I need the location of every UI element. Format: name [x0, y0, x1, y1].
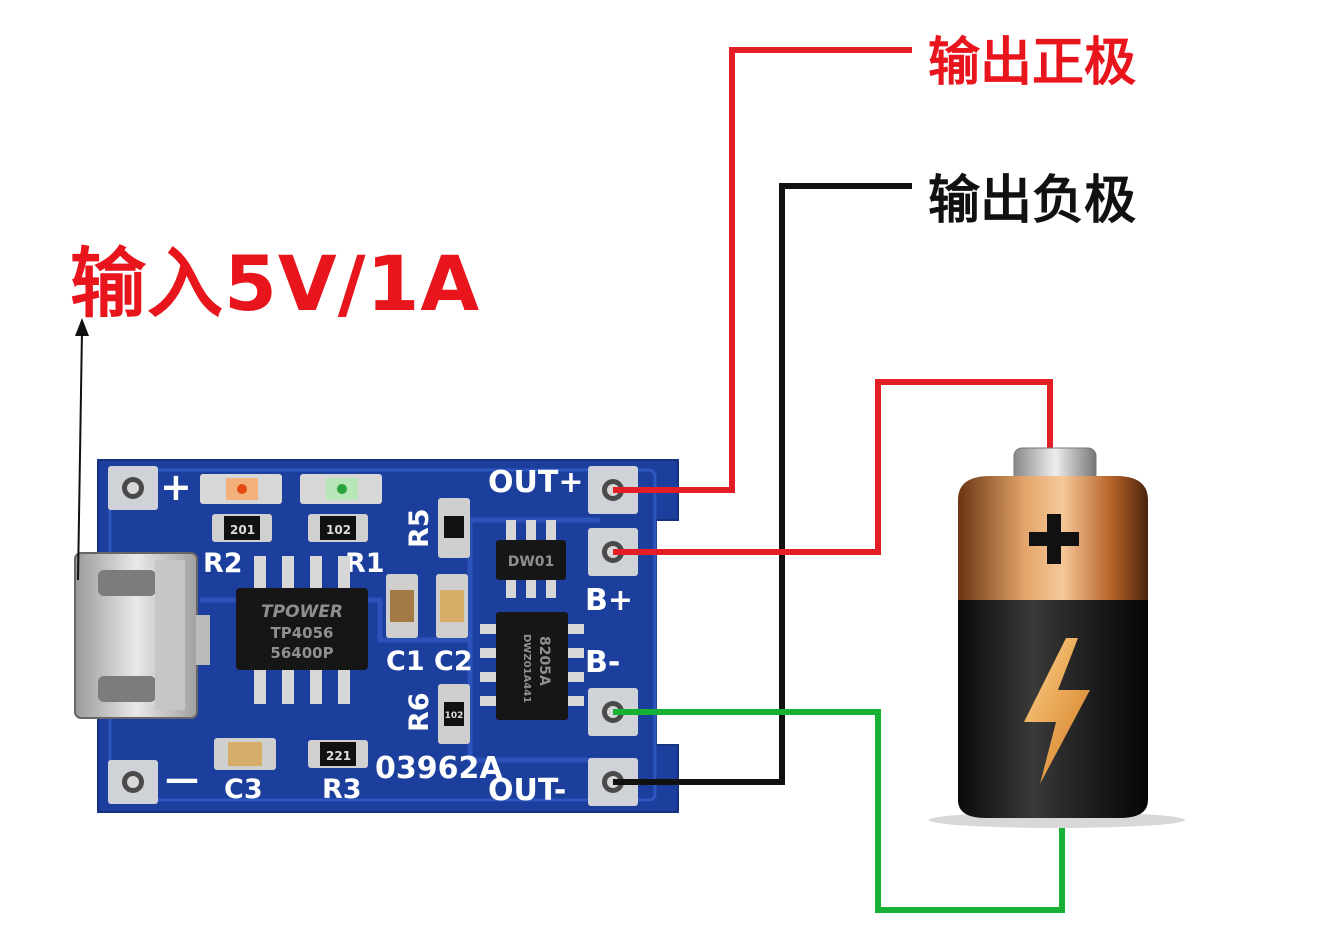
charging-led: [200, 474, 282, 504]
svg-text:221: 221: [326, 749, 351, 763]
standby-led: [300, 474, 382, 504]
capacitor-c2: [436, 574, 468, 638]
pad-label-out-minus: OUT-: [488, 773, 566, 808]
protection-ic-dw01: DW01: [496, 520, 566, 598]
pad-label-b-plus: B+: [585, 583, 633, 618]
capacitor-c3: [214, 738, 276, 770]
svg-text:56400P: 56400P: [270, 644, 333, 662]
resistor-r3: 221: [308, 740, 368, 768]
resistor-r2: 201: [212, 514, 272, 542]
resistor-r5: [438, 498, 470, 558]
svg-text:8205A: 8205A: [536, 636, 552, 686]
lightning-bolt-icon: [1024, 638, 1090, 784]
input-spec-label: 输入5V/1A: [70, 239, 481, 328]
wire-battery-negative: [613, 709, 1065, 913]
pad-minus-label: —: [165, 759, 199, 799]
resistor-r1: 102: [308, 514, 368, 542]
svg-text:TP4056: TP4056: [271, 624, 334, 642]
charger-board: + —: [74, 459, 679, 813]
designator-r1: R1: [345, 548, 385, 579]
micro-usb-port-icon: [74, 552, 210, 719]
svg-text:DWZ01A441: DWZ01A441: [521, 634, 532, 703]
designator-c1: C1: [386, 646, 425, 677]
resistor-r6: 102: [438, 684, 470, 744]
output-positive-label: 输出正极: [928, 33, 1137, 93]
input-pad-minus: [108, 760, 158, 804]
wire-output-negative: [613, 183, 912, 785]
designator-c2: C2: [434, 646, 473, 677]
output-negative-label: 输出负极: [928, 171, 1137, 231]
svg-text:DW01: DW01: [508, 554, 555, 570]
designator-r2: R2: [203, 548, 243, 579]
plus-sign-icon: [1029, 514, 1079, 564]
pad-label-b-minus: B-: [585, 645, 620, 680]
wire-battery-positive: [613, 379, 1053, 555]
svg-text:201: 201: [230, 523, 255, 537]
charger-chip: TPOWER TP4056 56400P: [236, 556, 368, 704]
designator-r3: R3: [322, 774, 362, 805]
mosfet-8205a: 8205A DWZ01A441: [480, 612, 584, 720]
battery-icon: [929, 447, 1185, 828]
svg-text:TPOWER: TPOWER: [261, 602, 343, 622]
pad-label-out-plus: OUT+: [488, 465, 583, 500]
input-pad-plus: [108, 466, 158, 510]
designator-r6: R6: [404, 692, 435, 732]
capacitor-c1: [386, 574, 418, 638]
svg-text:102: 102: [326, 523, 351, 537]
pad-plus-label: +: [160, 465, 192, 509]
designator-c3: C3: [224, 774, 263, 805]
arrow-up-icon: [75, 318, 89, 581]
svg-text:102: 102: [445, 711, 464, 721]
board-code: 03962A: [375, 751, 503, 786]
designator-r5: R5: [404, 508, 435, 548]
wire-output-positive: [613, 47, 912, 493]
